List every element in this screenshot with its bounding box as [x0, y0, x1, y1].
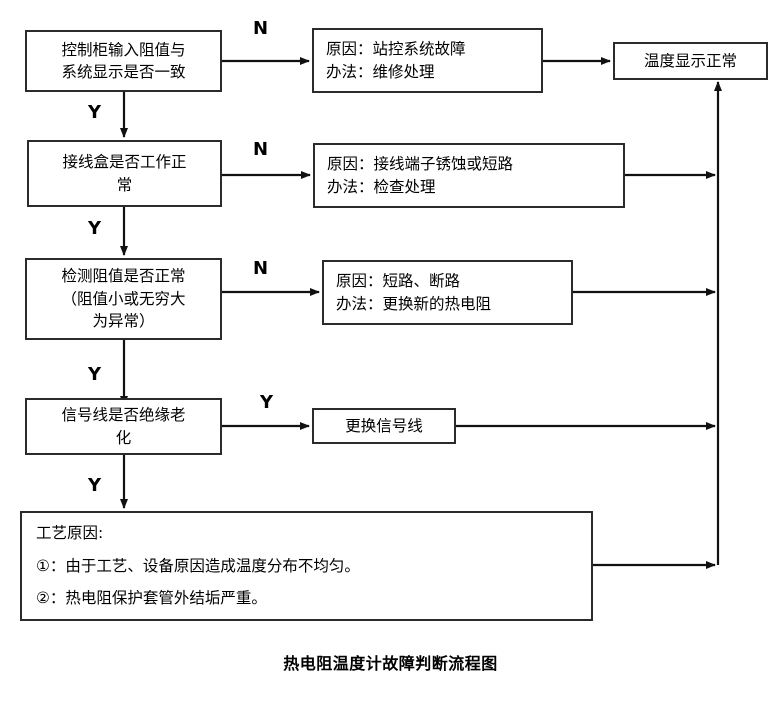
node-text-line: ①：由于工艺、设备原因造成温度分布不均匀。 [36, 556, 360, 575]
node-text-line: 信号线是否绝缘老 [61, 406, 186, 425]
decision-node-signal-line-aging[interactable]: 信号线是否绝缘老 化 [25, 398, 222, 455]
edge-label-y1: Y [88, 102, 102, 123]
edge-label-y-branch: Y [260, 392, 274, 413]
node-text-line: 温度显示正常 [643, 51, 737, 70]
node-text-line: 检测阻值是否正常 [61, 267, 186, 286]
edge-label-y2: Y [88, 218, 102, 239]
edge-label-n1: N [253, 18, 269, 39]
node-text-line: 办法：更换新的热电阻 [336, 294, 492, 313]
node-text-line: 更换信号线 [345, 416, 423, 435]
action-node-replace-signal-line[interactable]: 更换信号线 [312, 408, 456, 444]
decision-node-junction-box[interactable]: 接线盒是否工作正 常 [27, 140, 222, 207]
edge-label-y3: Y [88, 364, 102, 385]
node-text-line: ②：热电阻保护套管外结垢严重。 [36, 589, 267, 608]
node-text-line: 办法：检查处理 [327, 177, 436, 196]
node-text-line: 化 [115, 428, 132, 447]
edge-label-n2: N [253, 139, 269, 160]
node-text-line: 工艺原因: [36, 524, 104, 543]
node-text-line: 办法：维修处理 [326, 62, 435, 81]
diagram-caption: 热电阻温度计故障判断流程图 [283, 654, 498, 673]
edge-label-y5: Y [88, 475, 102, 496]
result-node-temperature-normal[interactable]: 温度显示正常 [613, 42, 768, 80]
node-text-line: 控制柜输入阻值与 [61, 40, 186, 59]
node-text-line: 常 [116, 175, 133, 194]
cause-node-station-control-fault[interactable]: 原因：站控系统故障 办法：维修处理 [312, 28, 543, 93]
decision-node-cabinet-resistance[interactable]: 控制柜输入阻值与 系统显示是否一致 [25, 30, 222, 92]
node-text-line: 为异常） [92, 312, 155, 331]
cause-node-short-or-open-circuit[interactable]: 原因：短路、断路 办法：更换新的热电阻 [322, 260, 573, 325]
cause-node-terminal-corrosion[interactable]: 原因：接线端子锈蚀或短路 办法：检查处理 [313, 143, 625, 208]
node-text-line: 原因：站控系统故障 [326, 40, 466, 59]
node-text-line: 原因：短路、断路 [336, 272, 461, 291]
node-text-line: 原因：接线端子锈蚀或短路 [327, 155, 514, 174]
decision-node-resistance-check[interactable]: 检测阻值是否正常 （阻值小或无穷大 为异常） [25, 258, 222, 340]
process-cause-node[interactable]: 工艺原因: ①：由于工艺、设备原因造成温度分布不均匀。 ②：热电阻保护套管外结垢… [20, 511, 593, 621]
node-text-line: 系统显示是否一致 [61, 63, 186, 81]
edge-label-n3: N [253, 258, 269, 279]
node-text-line: 接线盒是否工作正 [62, 153, 187, 172]
node-text-line: （阻值小或无穷大 [61, 289, 186, 308]
